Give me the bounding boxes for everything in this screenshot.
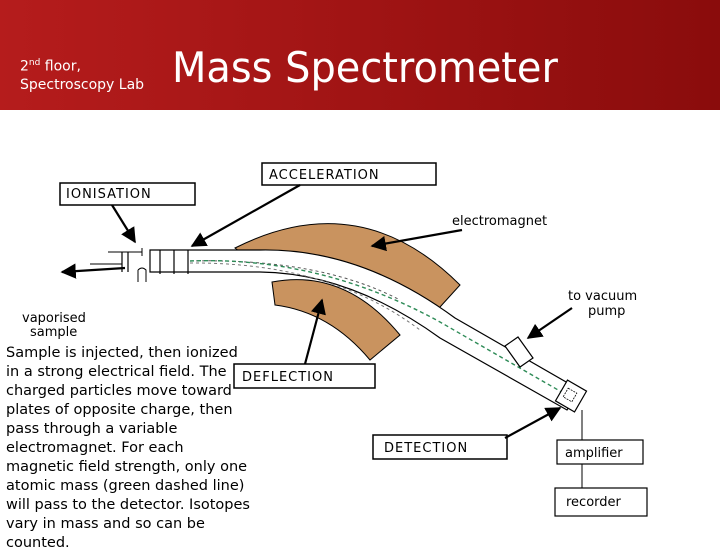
- ion-beam-heavy: [189, 262, 421, 331]
- vacuum-outlet: [504, 336, 534, 368]
- page-title: Mass Spectrometer: [172, 43, 558, 92]
- recorder-box: [554, 487, 648, 517]
- lab-name: Spectroscopy Lab: [20, 76, 145, 93]
- ionisation-chamber: [90, 248, 147, 282]
- acceleration-label: ACCELERATION: [269, 168, 380, 183]
- amplifier-label: amplifier: [565, 446, 623, 461]
- pointer-arrows: [60, 184, 573, 439]
- detection-box: [372, 434, 508, 460]
- amplifier-box: [556, 439, 644, 465]
- floor-ordinal-suffix: nd: [28, 58, 41, 68]
- ion-beam-selected: [189, 259, 573, 399]
- flight-tube: [149, 249, 581, 411]
- electromagnet-label: electromagnet: [452, 214, 547, 229]
- sample-label-line2: sample: [30, 325, 77, 340]
- title-banner: 2nd floor, Spectroscopy Lab Mass Spectro…: [0, 0, 720, 110]
- electromagnet-lower: [271, 279, 401, 361]
- vacuum-label-line1: to vacuum: [568, 289, 637, 304]
- floor-number: 2: [20, 58, 29, 75]
- vacuum-label-line2: pump: [588, 304, 625, 319]
- deflection-box: [233, 363, 376, 389]
- detector: [554, 379, 588, 413]
- accelerating-plates: [121, 250, 189, 274]
- ionisation-box: [59, 182, 196, 206]
- mass-spectrometer-diagram: IONISATION ACCELERATION electromagnet to…: [22, 162, 648, 517]
- location-label: 2nd floor, Spectroscopy Lab: [20, 54, 144, 94]
- description-text: Sample is injected, then ionized in a st…: [6, 345, 250, 551]
- acceleration-box: [261, 162, 437, 186]
- sample-label-line1: vaporised: [22, 311, 86, 326]
- recorder-label: recorder: [566, 495, 622, 510]
- detection-label: DETECTION: [384, 441, 468, 456]
- floor-text: floor,: [40, 58, 81, 75]
- deflection-label: DEFLECTION: [242, 370, 334, 385]
- ionisation-label: IONISATION: [66, 187, 152, 202]
